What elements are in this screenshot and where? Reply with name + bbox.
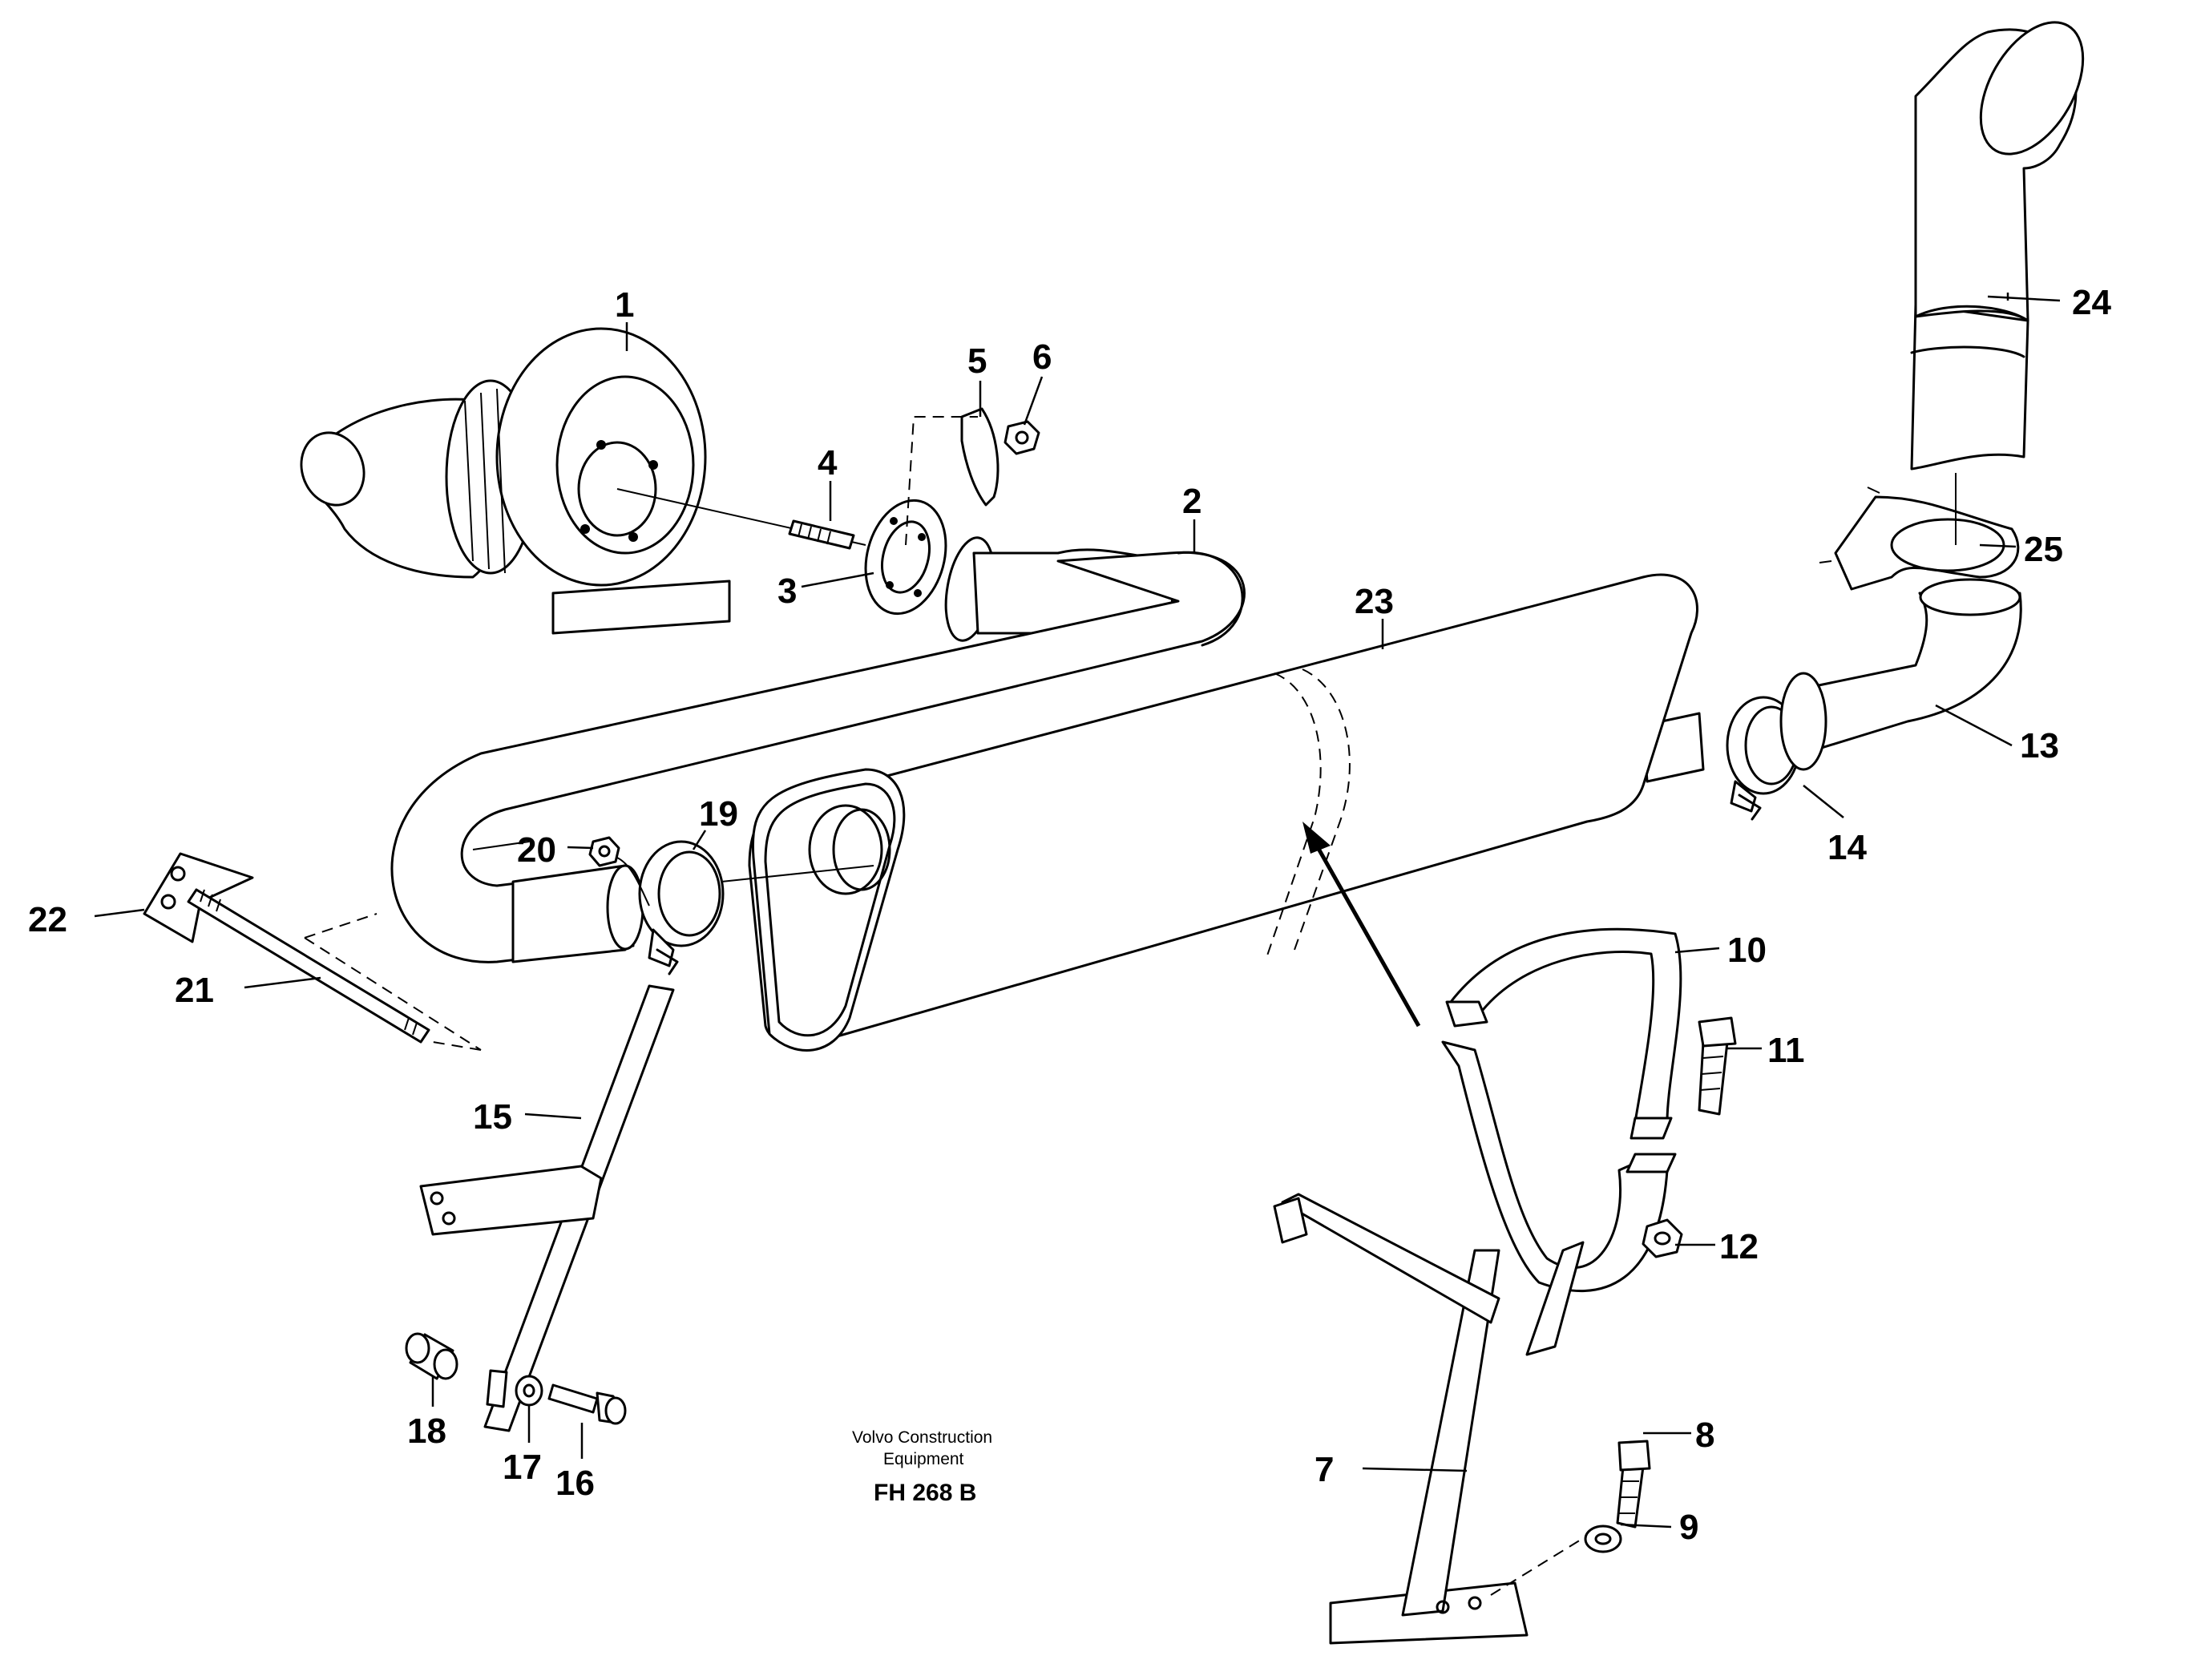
clamp-segment bbox=[905, 407, 1000, 546]
clamp-front bbox=[638, 840, 874, 975]
spacer-sleeve bbox=[405, 1332, 458, 1380]
pipe-clamp-top bbox=[1819, 487, 2020, 591]
label-3: 3 bbox=[777, 571, 797, 611]
label-2: 2 bbox=[1182, 482, 1201, 521]
caption: Volvo Construction Equipment FH 268 B bbox=[852, 1428, 992, 1506]
gasket bbox=[864, 499, 947, 616]
label-9: 9 bbox=[1679, 1508, 1698, 1547]
muffler bbox=[748, 573, 1705, 1052]
label-6: 6 bbox=[1032, 337, 1052, 377]
drawing-code: FH 268 B bbox=[874, 1480, 976, 1506]
label-14: 14 bbox=[1827, 828, 1867, 867]
label-16: 16 bbox=[555, 1464, 595, 1503]
muffler-bracket bbox=[1441, 927, 1682, 1356]
label-12: 12 bbox=[1719, 1227, 1759, 1266]
label-7: 7 bbox=[1315, 1450, 1334, 1489]
washer-front bbox=[515, 1375, 543, 1407]
caption-line-1: Volvo Construction bbox=[852, 1428, 992, 1447]
label-23: 23 bbox=[1355, 582, 1394, 621]
turbocharger bbox=[300, 327, 731, 635]
label-19: 19 bbox=[699, 794, 738, 834]
exhaust-pipe bbox=[390, 536, 1246, 963]
nut-rear bbox=[1642, 1218, 1683, 1258]
label-13: 13 bbox=[2020, 726, 2059, 765]
bolt-lower bbox=[1616, 1440, 1651, 1529]
leader-lines bbox=[94, 293, 2061, 1529]
exhaust-elbow bbox=[1779, 578, 2022, 771]
label-10: 10 bbox=[1727, 931, 1767, 970]
label-4: 4 bbox=[818, 443, 838, 483]
label-15: 15 bbox=[473, 1097, 512, 1137]
hex-nut bbox=[1004, 420, 1040, 455]
label-17: 17 bbox=[503, 1448, 542, 1487]
part-labels: 1 2 3 4 5 6 7 8 9 10 11 12 13 14 15 16 1… bbox=[28, 283, 2111, 1547]
label-5: 5 bbox=[967, 341, 987, 381]
bolt-front bbox=[547, 1383, 627, 1425]
label-21: 21 bbox=[175, 971, 214, 1010]
label-1: 1 bbox=[615, 285, 634, 325]
support-frame-rear bbox=[1273, 1193, 1596, 1645]
threaded-rod bbox=[187, 888, 482, 1051]
label-18: 18 bbox=[407, 1411, 446, 1451]
stud bbox=[616, 488, 866, 550]
washer-rear bbox=[1584, 1525, 1622, 1553]
nut-small bbox=[588, 836, 650, 907]
label-8: 8 bbox=[1695, 1415, 1714, 1455]
support-bracket-front bbox=[419, 984, 675, 1432]
label-22: 22 bbox=[28, 900, 67, 939]
label-11: 11 bbox=[1767, 1031, 1805, 1070]
label-20: 20 bbox=[517, 830, 556, 870]
exhaust-stack bbox=[1910, 21, 2085, 545]
assembly-arrow bbox=[1302, 822, 1421, 1028]
label-24: 24 bbox=[2072, 283, 2111, 322]
caption-line-2: Equipment bbox=[883, 1450, 964, 1468]
label-25: 25 bbox=[2024, 530, 2063, 569]
bolt-upper bbox=[1698, 1016, 1737, 1116]
